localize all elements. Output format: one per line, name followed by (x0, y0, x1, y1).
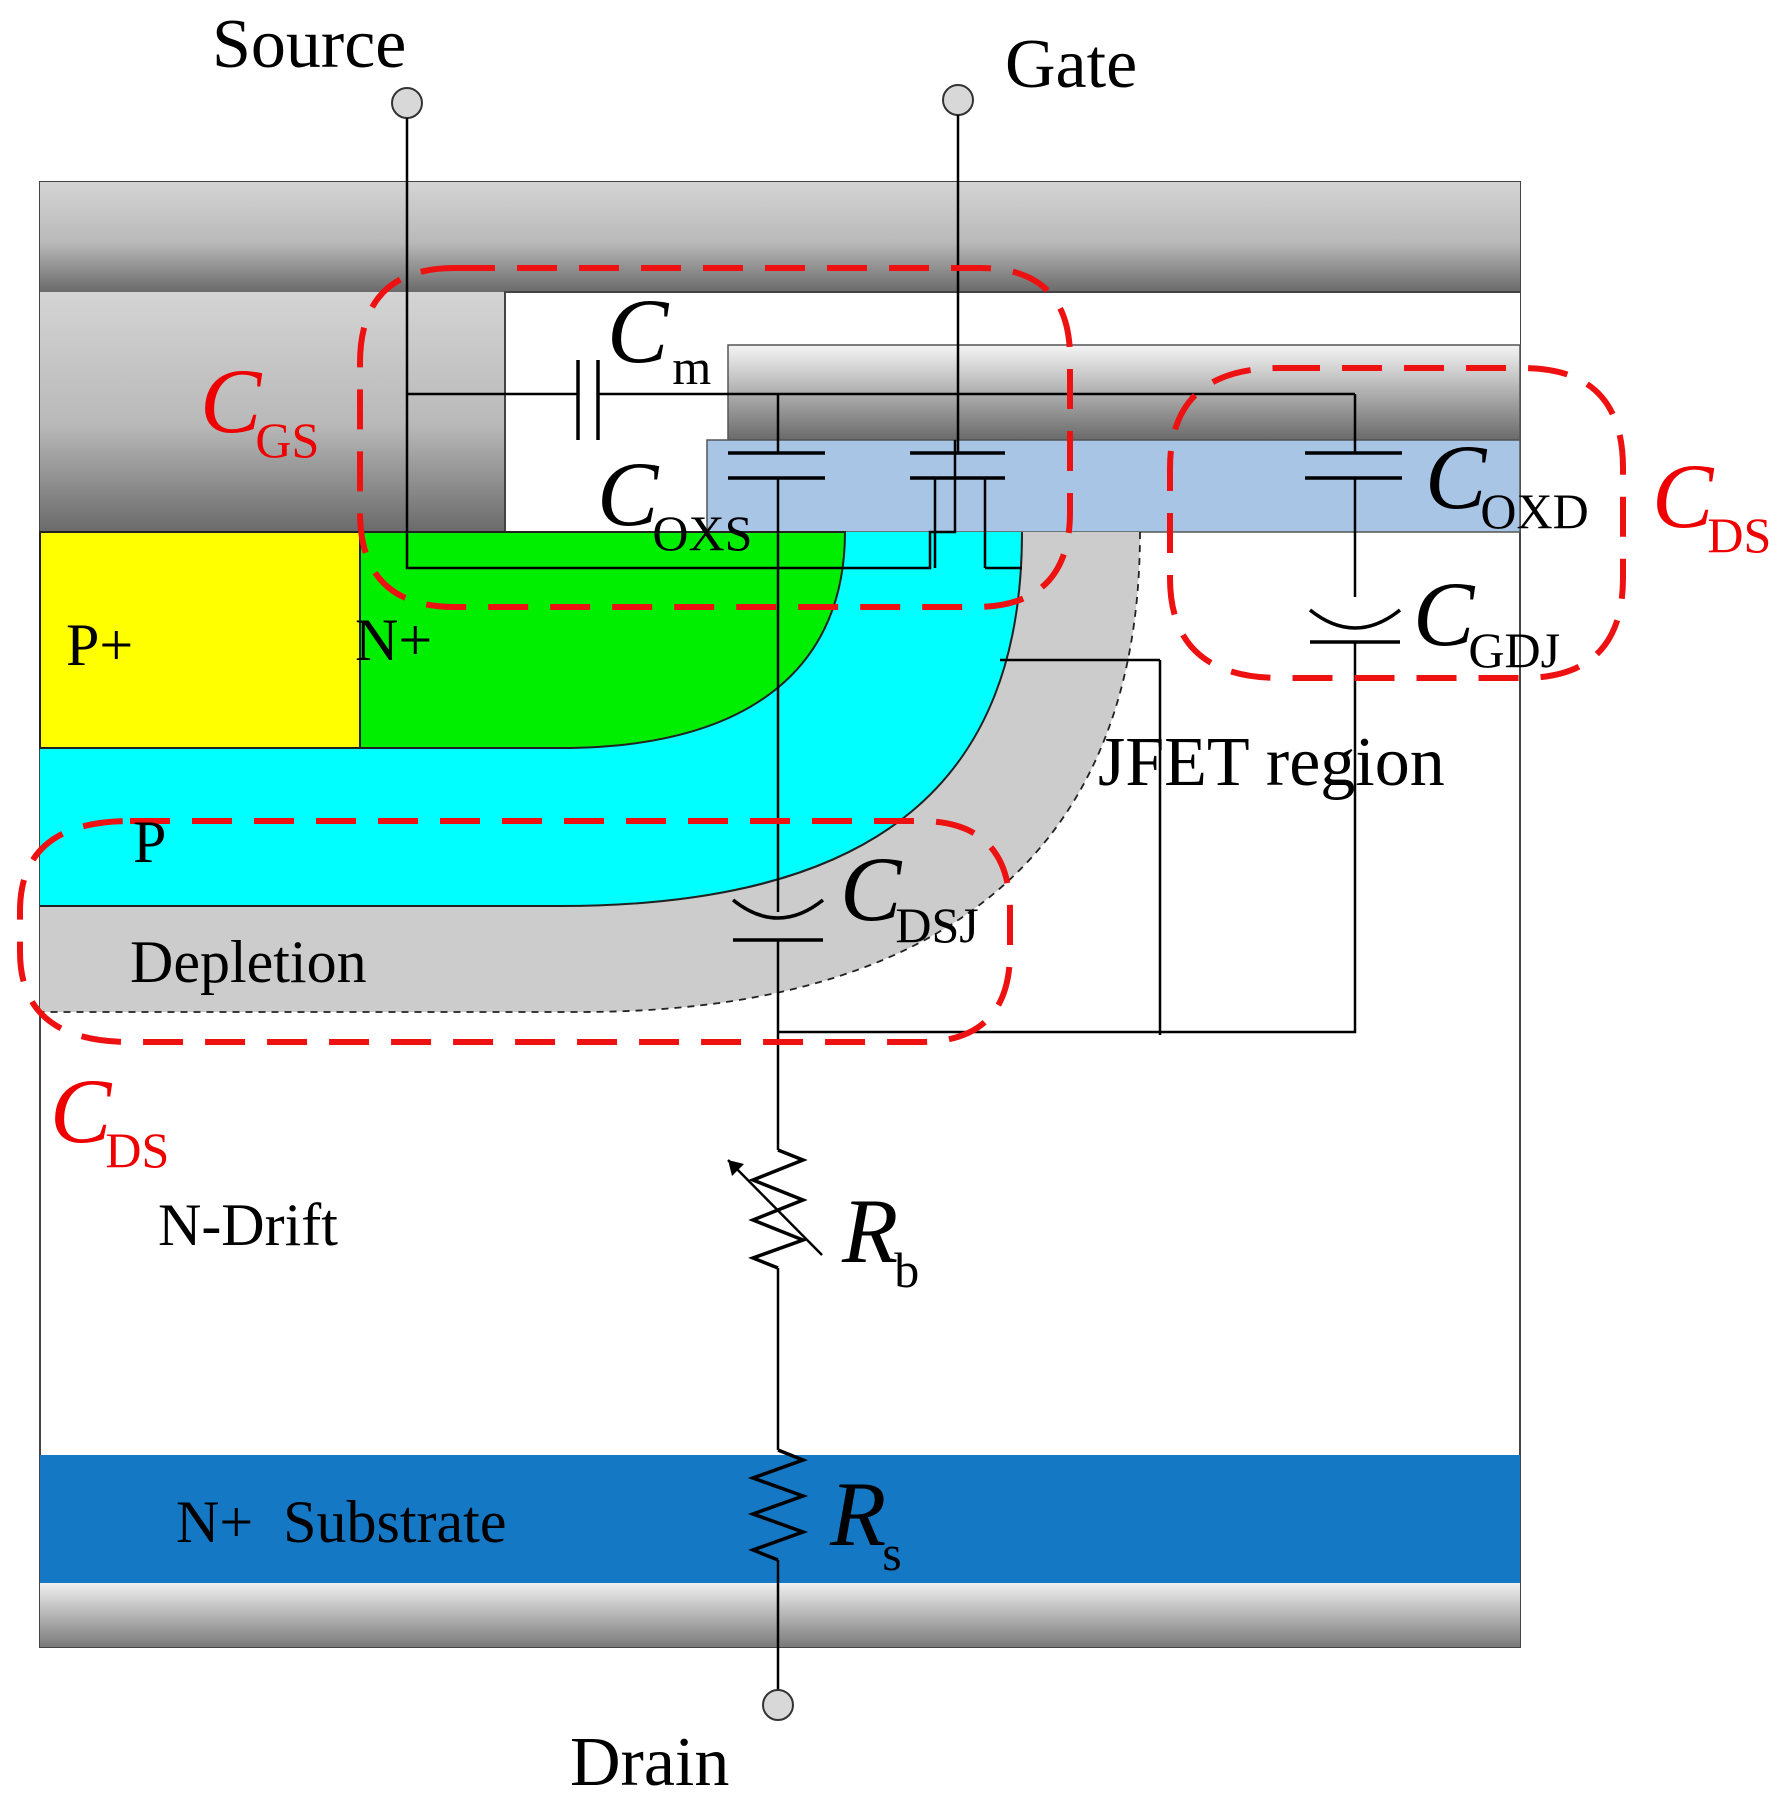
n-drift-label: N-Drift (158, 1192, 338, 1258)
rs-label: Rs (829, 1463, 902, 1581)
cgdj-label: CGDJ (1413, 563, 1560, 678)
cm-capacitor-icon (576, 360, 600, 440)
gate-label: Gate (1005, 26, 1137, 103)
depletion-label: Depletion (130, 929, 367, 995)
cdsj-capacitor-icon (731, 898, 825, 920)
cm-label: Cm (607, 280, 711, 395)
drain-metal (40, 1583, 1520, 1647)
gate-oxide (706, 439, 1521, 533)
coxs-capacitor-icon (728, 451, 825, 480)
source-label: Source (212, 6, 406, 83)
source-terminal[interactable] (391, 87, 423, 119)
source-metal-left (40, 292, 505, 532)
p-plus-label: P+ (66, 612, 133, 678)
rs-resistor-icon (747, 1448, 809, 1562)
cdsj-label: CDSJ (840, 838, 979, 953)
p-body-label: P (133, 809, 166, 875)
gate-poly (727, 344, 1521, 441)
cgs-group-outline (357, 265, 1073, 610)
drain-label: Drain (570, 1724, 729, 1794)
source-metal-top (40, 182, 1520, 292)
rb-label: Rb (841, 1180, 919, 1298)
coxd-capacitor-icon (1305, 451, 1402, 480)
cds-right-group-outline (1167, 365, 1626, 681)
n-plus-region (359, 531, 847, 749)
n-plus-label: N+ (355, 607, 432, 673)
cds-left-group-outline (17, 818, 1013, 1045)
cgs-group-label: CGS (200, 350, 319, 468)
drain-terminal[interactable] (762, 1689, 794, 1721)
cgdj-capacitor-icon (1308, 608, 1402, 630)
cds-right-group-label: CDS (1652, 445, 1771, 563)
p-plus-region (39, 531, 361, 749)
coxs-label: COXS (597, 443, 752, 561)
coxd-label: COXD (1425, 426, 1589, 539)
substrate-label: N+ Substrate (176, 1489, 506, 1555)
n-plus-substrate (40, 1455, 1520, 1583)
gate-terminal[interactable] (942, 84, 974, 116)
cds-left-group-label: CDS (50, 1060, 169, 1178)
jfet-region-label: JFET region (1098, 724, 1445, 801)
